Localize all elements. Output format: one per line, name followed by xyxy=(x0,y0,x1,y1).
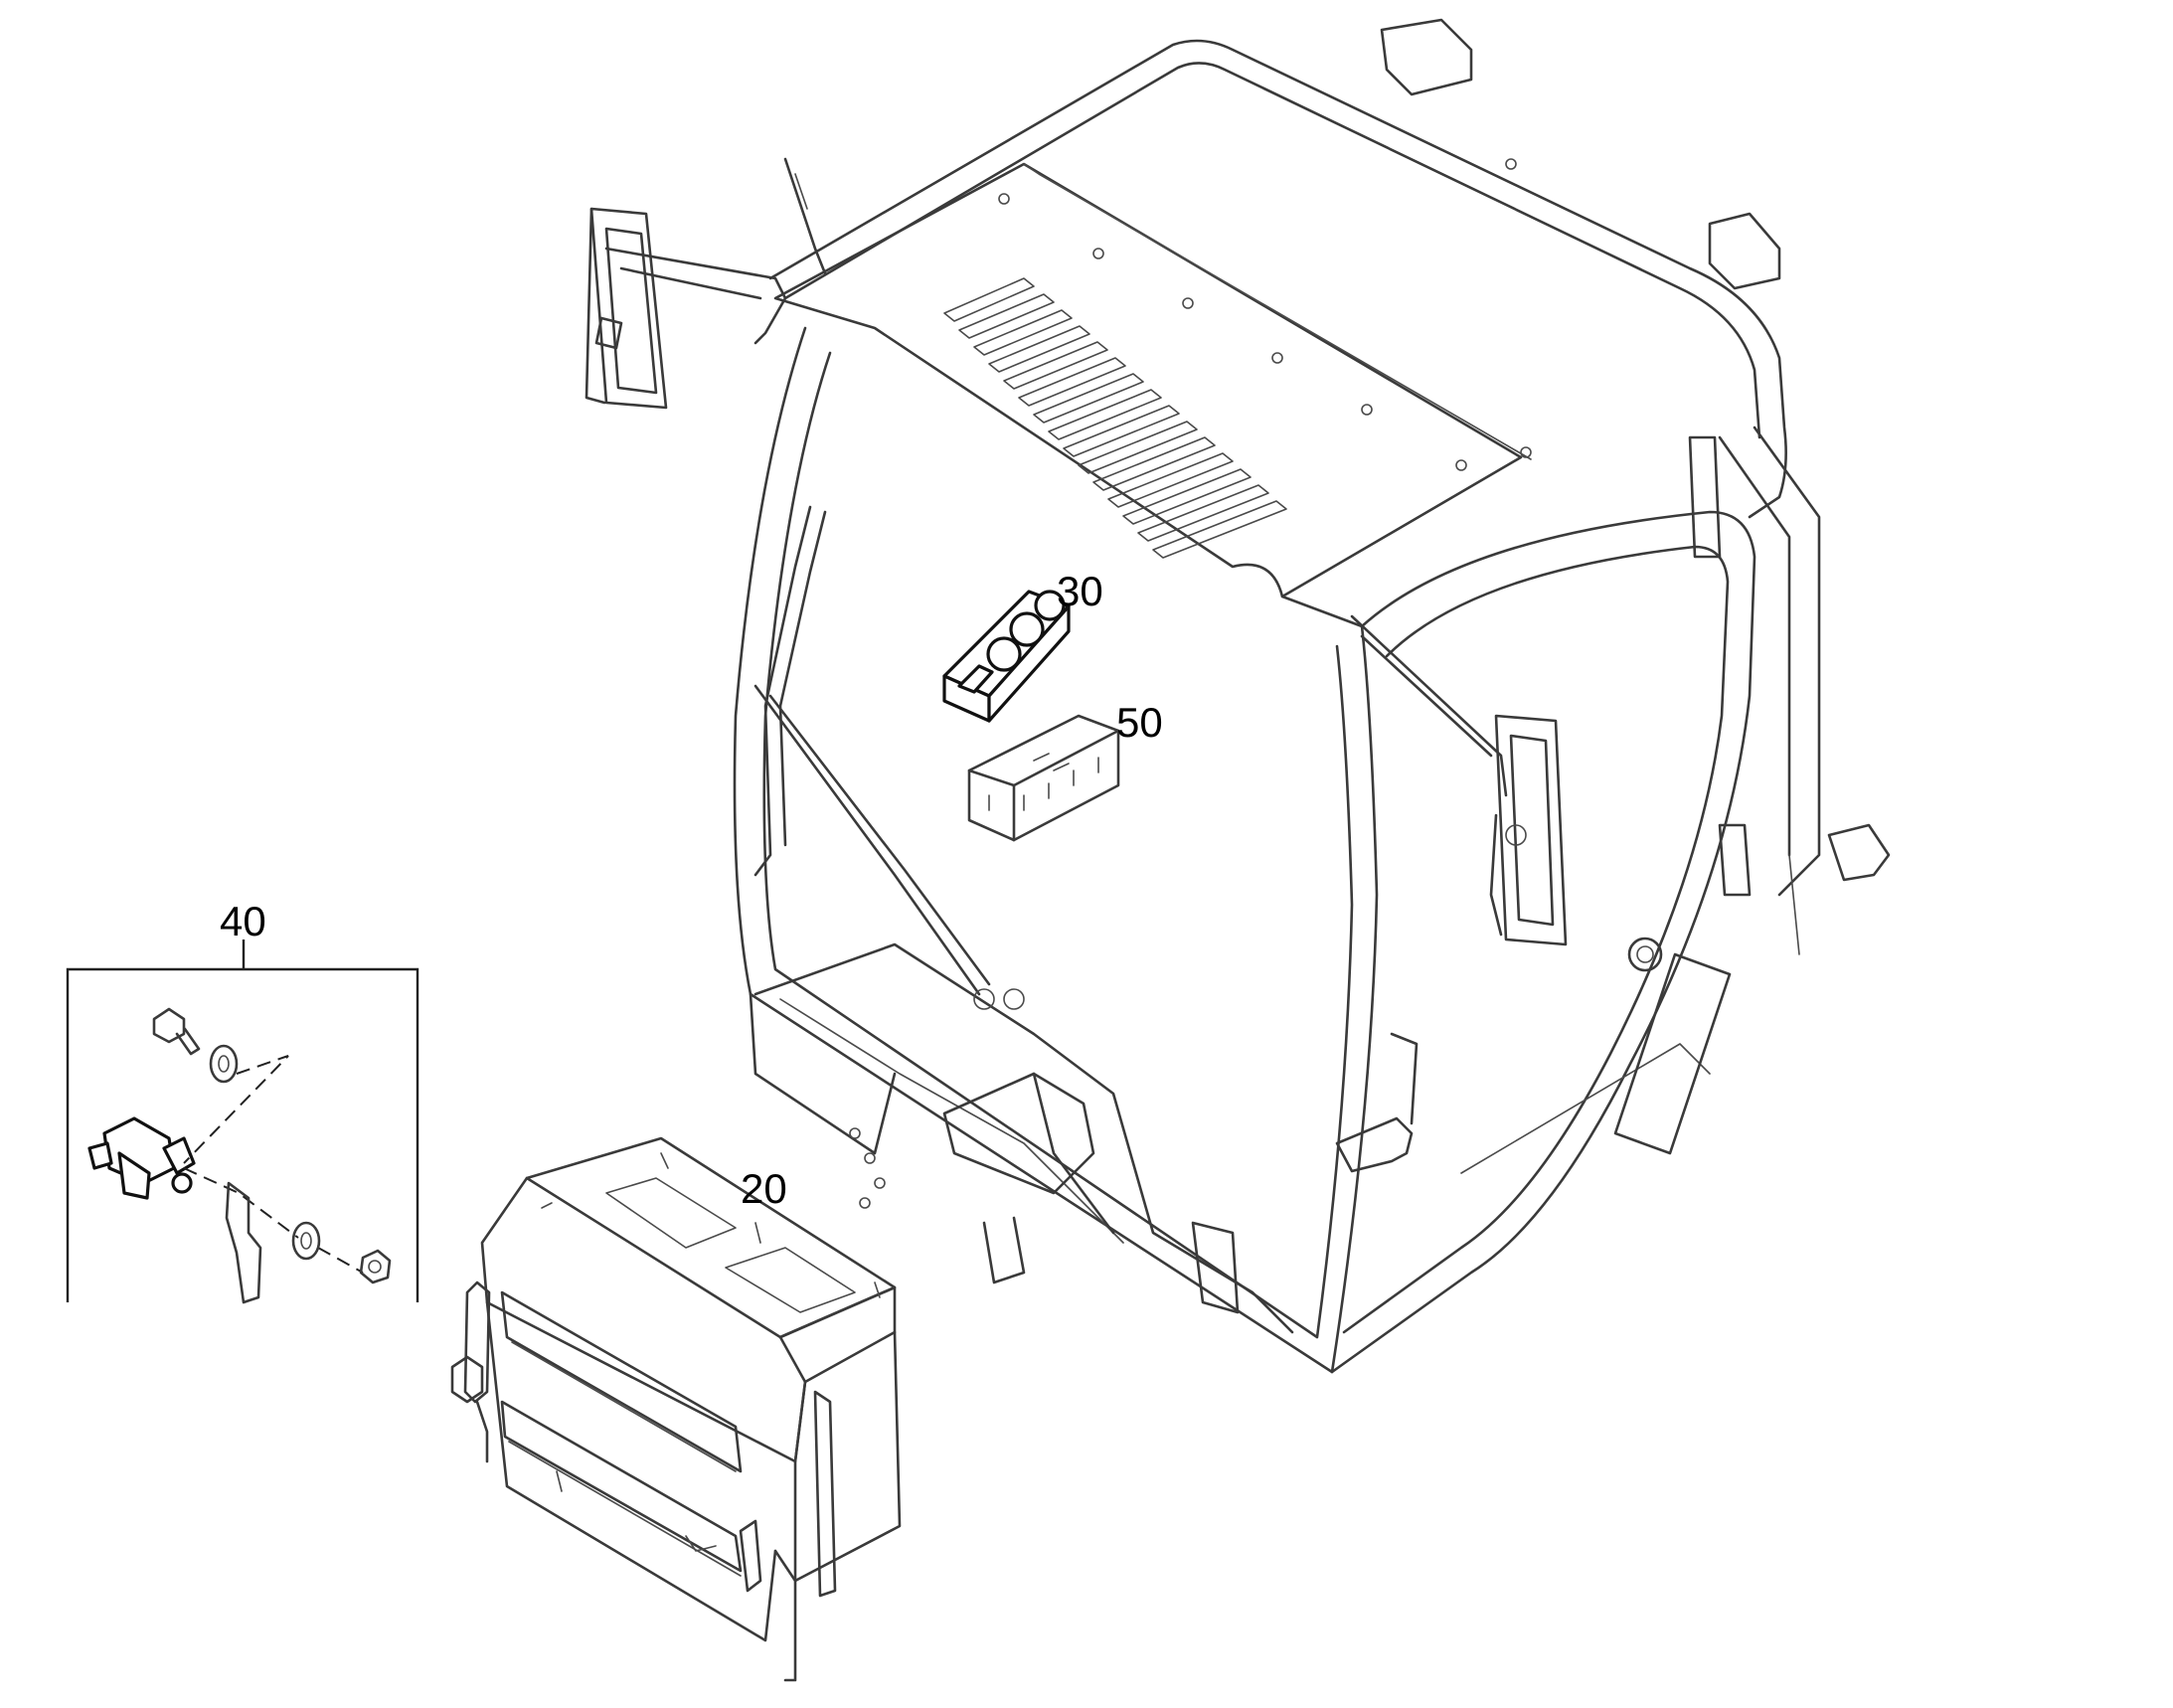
part-30-control-panel xyxy=(942,590,1071,723)
callout-label-20: 20 xyxy=(741,1165,787,1212)
part-40-valve-assembly xyxy=(66,939,419,1304)
right-mirror xyxy=(1350,614,1568,946)
callout-label-30: 30 xyxy=(1057,568,1103,614)
callout-label-50: 50 xyxy=(1116,699,1163,746)
part-50-bracket xyxy=(967,714,1120,842)
roof-vents xyxy=(943,277,1287,559)
callout-label-40: 40 xyxy=(220,898,266,944)
left-mirror xyxy=(585,207,787,410)
part-20-heater-unit xyxy=(450,1136,902,1682)
cab-illustration xyxy=(585,18,1891,1374)
